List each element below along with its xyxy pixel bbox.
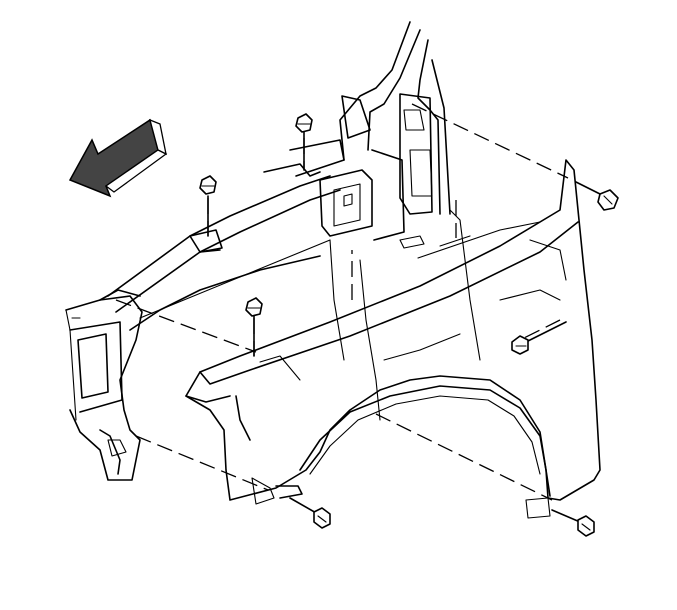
fender-panel xyxy=(185,159,601,519)
bolt-icon xyxy=(575,181,619,211)
bolt-icon xyxy=(511,321,567,355)
bolt-icon xyxy=(199,175,217,237)
bolt-icon xyxy=(289,497,331,529)
bolt-icon xyxy=(245,297,263,357)
bolt-icon xyxy=(295,113,313,171)
pillar-structure xyxy=(263,21,451,241)
upper-rail xyxy=(107,175,341,331)
bolt-icon xyxy=(551,509,595,537)
alignment-lines xyxy=(115,103,569,501)
direction-arrow-icon xyxy=(68,118,168,198)
radiator-support xyxy=(65,289,143,481)
